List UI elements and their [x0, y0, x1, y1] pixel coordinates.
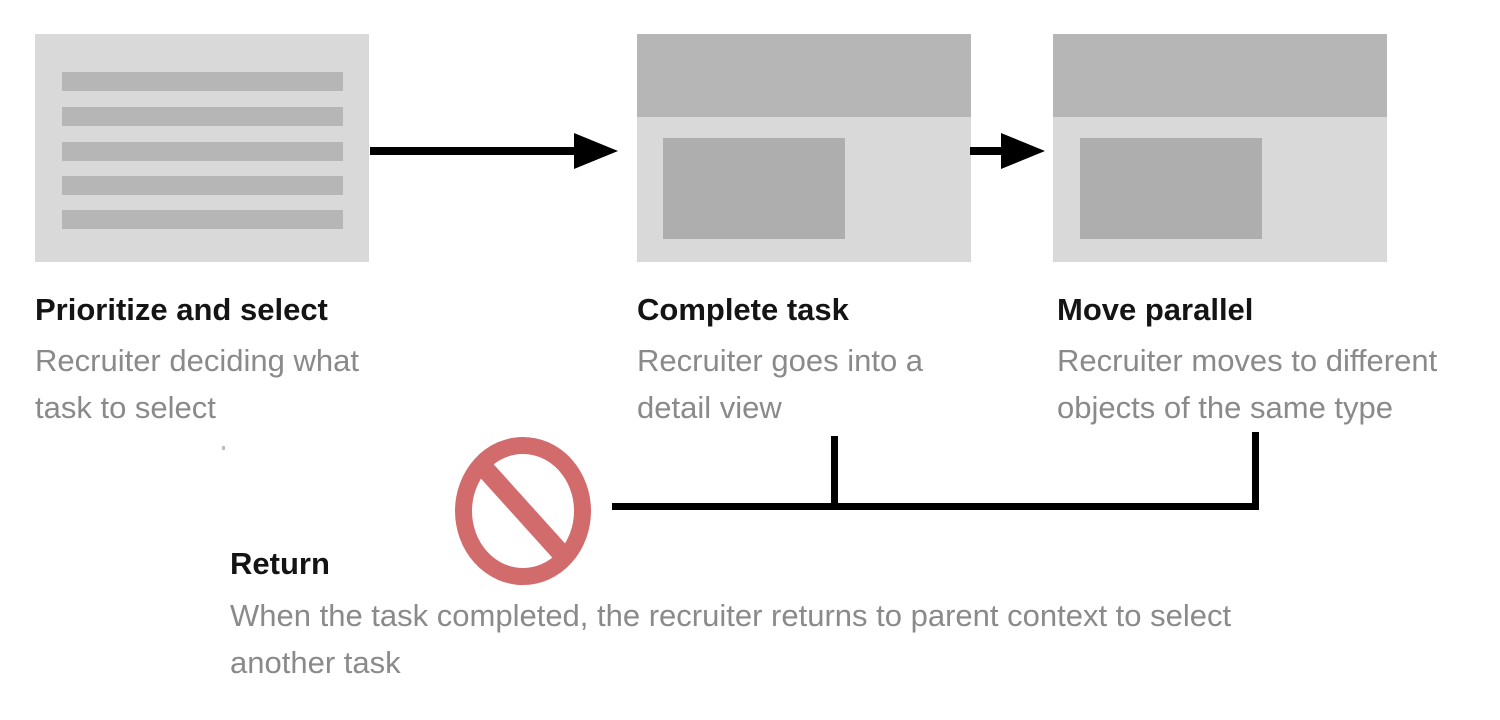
arrow-right-head-icon: [1001, 133, 1045, 169]
step-title-prioritize: Prioritize and select: [35, 292, 328, 327]
arrow-right-icon: [370, 147, 574, 155]
card-content-block: [1080, 138, 1262, 239]
list-row-bar: [62, 142, 343, 161]
return-path-line: [612, 503, 1259, 510]
step-title-move-parallel: Move parallel: [1057, 292, 1254, 327]
arrow-right-icon: [970, 147, 1002, 155]
return-path-tick-complete-task: [831, 436, 838, 510]
card-content-block: [663, 138, 845, 239]
wireframe-detail-card: [637, 34, 971, 262]
list-row-bar: [62, 72, 343, 91]
wireframe-list-card: [35, 34, 369, 262]
step-title-complete: Complete task: [637, 292, 849, 327]
return-title: Return: [230, 546, 330, 581]
stray-dot: [222, 446, 225, 450]
return-description: When the task completed, the recruiter r…: [230, 598, 1232, 680]
wireframe-detail-card: [1053, 34, 1387, 262]
return-path-tick-move-parallel: [1252, 432, 1259, 510]
step-description-move-parallel: Recruiter moves to different objects of …: [1057, 343, 1438, 425]
list-row-bar: [62, 210, 343, 229]
arrow-right-head-icon: [574, 133, 618, 169]
step-description-prioritize: Recruiter deciding what task to select: [35, 343, 359, 425]
step-description-complete: Recruiter goes into a detail view: [637, 343, 924, 425]
card-header-band: [1053, 34, 1387, 117]
card-header-band: [637, 34, 971, 117]
no-entry-icon: [455, 437, 591, 585]
list-row-bar: [62, 107, 343, 126]
list-row-bar: [62, 176, 343, 195]
